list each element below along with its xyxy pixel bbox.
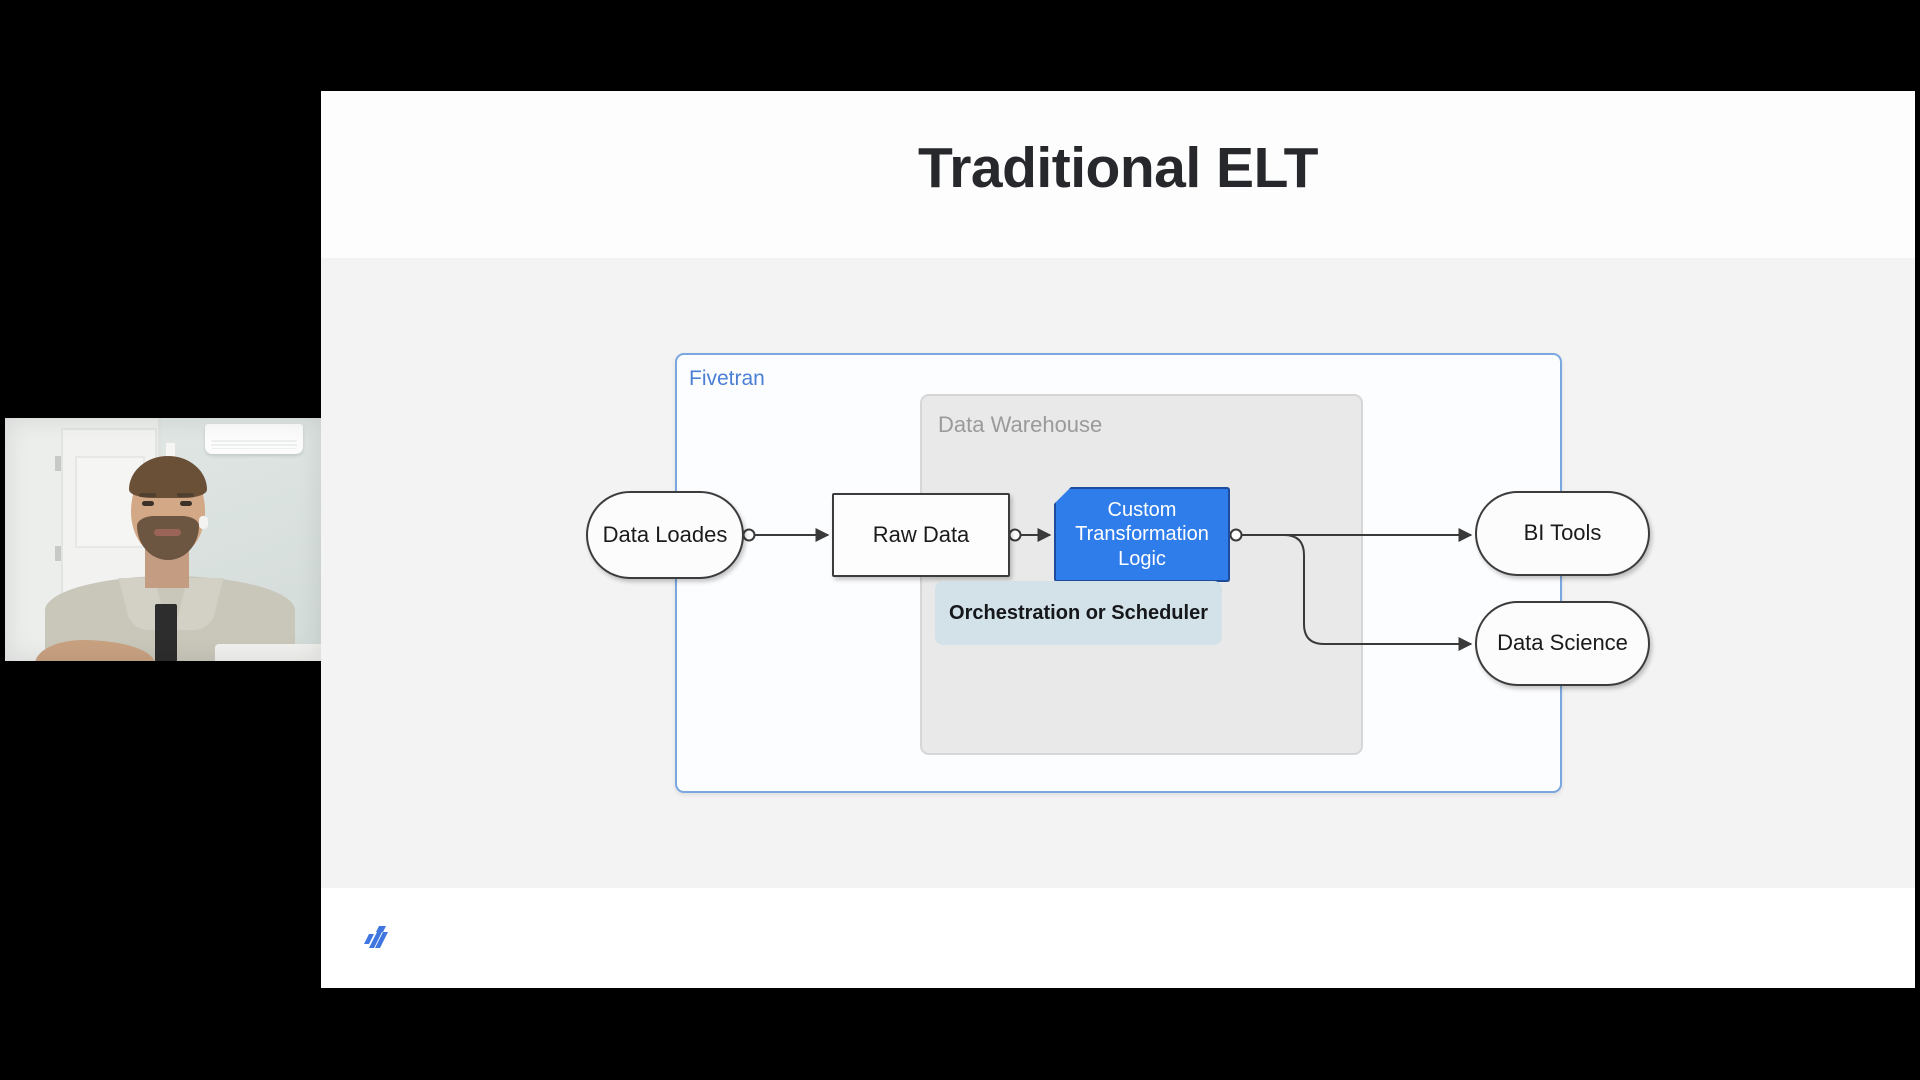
video-person-arm: [35, 640, 155, 661]
video-person-eye-right: [180, 501, 192, 506]
video-desk: [215, 644, 321, 661]
video-sidebar: [0, 0, 321, 1080]
video-vignette: [5, 418, 321, 661]
video-air-conditioner: [205, 424, 303, 454]
video-person-eyebrow-left: [139, 493, 156, 497]
presenter-video-tile[interactable]: [5, 418, 321, 661]
slide-body-band: [321, 258, 1915, 888]
video-person-shirt-placket: [155, 604, 177, 661]
video-person-eye-left: [142, 501, 154, 506]
video-person-mouth: [154, 529, 181, 536]
fivetran-logo: [364, 926, 388, 948]
video-door-hinge: [55, 546, 61, 561]
slide-canvas: Traditional ELT Fivetran Data Warehouse: [321, 91, 1915, 988]
video-person-eyebrow-right: [177, 493, 194, 497]
video-person-earbud: [199, 516, 208, 529]
page-title: Traditional ELT: [918, 136, 1318, 200]
slide-footer-band: [321, 888, 1915, 988]
video-door-hinge: [55, 456, 61, 471]
slide-title-band: [321, 91, 1915, 258]
